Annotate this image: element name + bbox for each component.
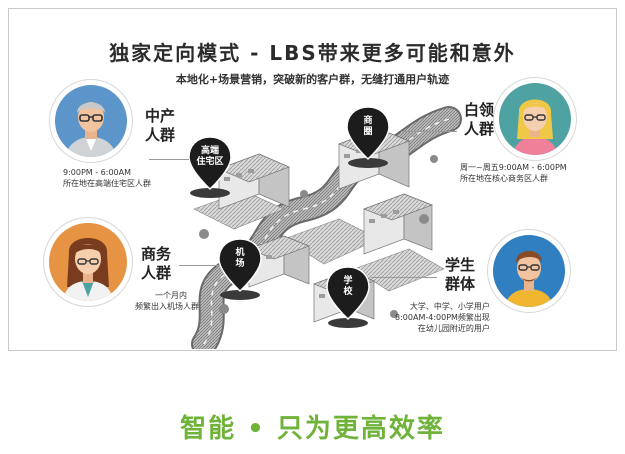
persona-name-line1: 白领 [464, 101, 495, 119]
map-pin-icon [346, 106, 390, 168]
pin-label-line1: 商 [363, 116, 373, 126]
avatar-white-collar [499, 83, 571, 155]
persona-info-line2: 8:00AM-4:00PM频繁出现 [395, 313, 490, 322]
persona-info-line1: 一个月内 [155, 291, 187, 300]
map-pin-icon [326, 266, 370, 328]
pin-label-line1: 机 [235, 248, 245, 258]
avatar-business [49, 223, 127, 301]
persona-info-student: 大学、中学、小学用户 8:00AM-4:00PM频繁出现 在幼儿园附近的用户 [395, 301, 490, 334]
persona-info-line1: 周一~周五9:00AM - 6:00PM [460, 163, 567, 172]
persona-name-white-collar: 白领 人群 [464, 101, 494, 139]
persona-info-line2: 所在地在高端住宅区人群 [63, 179, 151, 188]
man-glasses-icon [55, 85, 127, 157]
map-pin-icon [218, 238, 262, 300]
persona-info-white-collar: 周一~周五9:00AM - 6:00PM 所在地在核心商务区人群 [460, 162, 567, 184]
persona-name-line1: 学生 [445, 256, 476, 274]
persona-name-line2: 人群 [464, 120, 495, 138]
persona-info-line1: 大学、中学、小学用户 [409, 302, 490, 311]
pin-label-line2: 场 [235, 259, 245, 269]
leader-line [401, 131, 457, 132]
woman-brown-hair-icon [49, 223, 127, 301]
persona-name-line1: 商务 [141, 245, 172, 263]
young-man-icon [493, 235, 565, 307]
persona-info-business: 一个月内 频繁出入机场人群 [135, 290, 199, 312]
persona-name-line1: 中产 [145, 107, 176, 125]
avatar-ring [43, 217, 133, 307]
persona-name-line2: 人群 [145, 126, 176, 144]
leader-line [149, 159, 189, 160]
pin-label-line2: 住宅区 [196, 157, 224, 167]
diagram-title: 独家定向模式 - LBS带来更多可能和意外 [109, 41, 516, 65]
persona-name-line2: 群体 [445, 275, 476, 293]
leader-line [371, 277, 437, 278]
persona-info-line2: 频繁出入机场人群 [135, 302, 199, 311]
diagram-subtitle: 本地化+场景营销，突破新的客户群，无缝打通用户轨迹 [175, 73, 450, 86]
pin-business-district: 商 圈 [345, 105, 391, 168]
avatar-ring [493, 77, 577, 161]
persona-info-line3: 在幼儿园附近的用户 [417, 324, 490, 333]
woman-blonde-icon [499, 83, 571, 155]
pin-school: 学 校 [325, 265, 371, 328]
pin-label-line2: 校 [343, 287, 353, 297]
avatar-student [493, 235, 565, 307]
persona-info-middle-class: 9:00PM - 6:00AM 所在地在高端住宅区人群 [63, 167, 151, 189]
pin-label-line1: 高端 [200, 146, 219, 156]
persona-name-student: 学生 群体 [445, 256, 475, 294]
diagram-panel: 独家定向模式 - LBS带来更多可能和意外 本地化+场景营销，突破新的客户群，无… [8, 8, 617, 351]
avatar-middle-class [55, 85, 127, 157]
persona-name-line2: 人群 [141, 264, 172, 282]
persona-info-line2: 所在地在核心商务区人群 [460, 174, 548, 183]
avatar-ring [49, 79, 133, 163]
persona-name-business: 商务 人群 [141, 245, 171, 283]
map-pin-icon [188, 136, 232, 198]
pin-label-line2: 圈 [363, 127, 373, 137]
leader-line [179, 265, 219, 266]
avatar-ring [487, 229, 571, 313]
slogan: 智能 • 只为更高效率 [180, 414, 445, 444]
pin-residential: 高端 住宅区 [187, 135, 233, 198]
pin-label-line1: 学 [343, 276, 353, 286]
persona-name-middle-class: 中产 人群 [145, 107, 175, 145]
pin-airport: 机 场 [217, 237, 263, 300]
persona-info-line1: 9:00PM - 6:00AM [63, 168, 132, 177]
